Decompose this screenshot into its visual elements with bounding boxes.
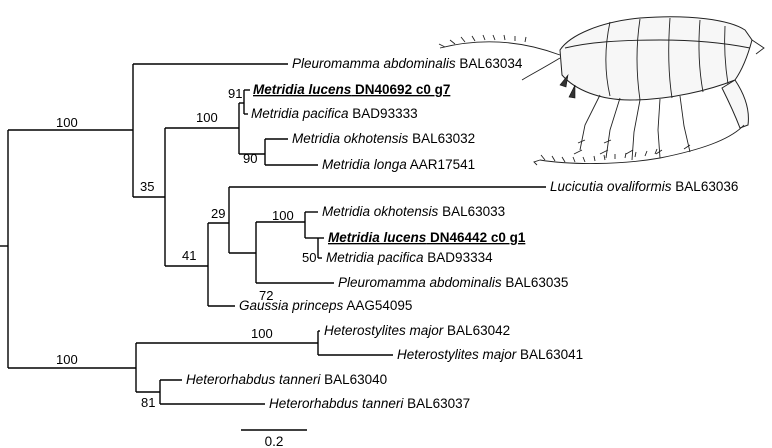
leaf-label-het1: Heterostylites major BAL63042 <box>324 323 510 338</box>
bootstrap-value: 100 <box>56 352 78 367</box>
species-name: Heterostylites major <box>397 347 517 362</box>
tree-branches <box>0 63 546 405</box>
bootstrap-value: 81 <box>141 395 155 410</box>
species-name: Heterostylites major <box>324 323 444 338</box>
accession: BAL63035 <box>502 275 569 290</box>
accession: BAL63034 <box>456 56 523 71</box>
leaf-label-mluc2: Metridia lucens DN46442 c0 g1 <box>328 230 526 245</box>
species-name: Pleuromamma abdominalis <box>338 275 502 290</box>
bootstrap-value: 50 <box>302 250 316 265</box>
leaf-label-mpac2: Metridia pacifica BAD93334 <box>326 250 493 265</box>
accession: BAD93333 <box>349 106 418 121</box>
species-name: Lucicutia ovaliformis <box>550 179 672 194</box>
bootstrap-values: 100 91 100 90 35 29 100 50 72 41 100 100 81 <box>56 86 316 410</box>
leaf-label-pab1: Pleuromamma abdominalis BAL63034 <box>292 56 523 71</box>
accession: BAL63037 <box>403 396 470 411</box>
accession: BAL63041 <box>516 347 583 362</box>
leaf-label-mlon: Metridia longa AAR17541 <box>322 157 475 172</box>
accession: DN40692 c0 g7 <box>351 82 450 97</box>
scale-bar: 0.2 <box>241 429 307 448</box>
species-name: Pleuromamma abdominalis <box>292 56 456 71</box>
accession: BAL63036 <box>672 179 739 194</box>
bootstrap-value: 41 <box>182 248 196 263</box>
scale-bar-label: 0.2 <box>265 434 284 448</box>
species-name: Metridia pacifica <box>251 106 349 121</box>
bootstrap-value: 91 <box>228 86 242 101</box>
leaf-label-mpac1: Metridia pacifica BAD93333 <box>251 106 418 121</box>
species-name: Heterorhabdus tanneri <box>186 372 321 387</box>
accession: AAR17541 <box>407 157 475 172</box>
leaf-label-mokh2: Metridia okhotensis BAL63033 <box>322 204 505 219</box>
leaf-label-het2: Heterostylites major BAL63041 <box>397 347 583 362</box>
bootstrap-value: 100 <box>196 110 218 125</box>
accession: DN46442 c0 g1 <box>426 230 526 245</box>
species-name: Metridia pacifica <box>326 250 424 265</box>
leaf-label-hrh2: Heterorhabdus tanneri BAL63037 <box>269 396 470 411</box>
accession: AAG54095 <box>343 298 412 313</box>
bootstrap-value: 100 <box>272 208 294 223</box>
species-name: Gaussia princeps <box>239 298 344 313</box>
leaf-label-pab2: Pleuromamma abdominalis BAL63035 <box>338 275 568 290</box>
leaf-label-mokh1: Metridia okhotensis BAL63032 <box>292 131 475 146</box>
species-name: Metridia okhotensis <box>292 131 409 146</box>
accession: BAL63033 <box>438 204 505 219</box>
bootstrap-value: 100 <box>56 115 78 130</box>
leaf-label-hrh1: Heterorhabdus tanneri BAL63040 <box>186 372 387 387</box>
leaf-label-gau: Gaussia princeps AAG54095 <box>239 298 412 313</box>
leaf-label-luc: Lucicutia ovaliformis BAL63036 <box>550 179 738 194</box>
leaf-labels: Pleuromamma abdominalis BAL63034Metridia… <box>186 56 738 411</box>
copepod-illustration <box>438 16 765 166</box>
bootstrap-value: 72 <box>259 288 273 303</box>
accession: BAL63042 <box>443 323 510 338</box>
accession: BAD93334 <box>424 250 494 265</box>
accession: BAL63032 <box>408 131 475 146</box>
bootstrap-value: 35 <box>140 179 154 194</box>
species-name: Metridia longa <box>322 157 407 172</box>
species-name: Metridia lucens <box>253 82 352 97</box>
leaf-label-mluc1: Metridia lucens DN40692 c0 g7 <box>253 82 450 97</box>
species-name: Heterorhabdus tanneri <box>269 396 404 411</box>
species-name: Metridia lucens <box>328 230 427 245</box>
species-name: Metridia okhotensis <box>322 204 439 219</box>
bootstrap-value: 100 <box>251 326 273 341</box>
accession: BAL63040 <box>320 372 387 387</box>
bootstrap-value: 90 <box>243 151 257 166</box>
bootstrap-value: 29 <box>211 206 225 221</box>
